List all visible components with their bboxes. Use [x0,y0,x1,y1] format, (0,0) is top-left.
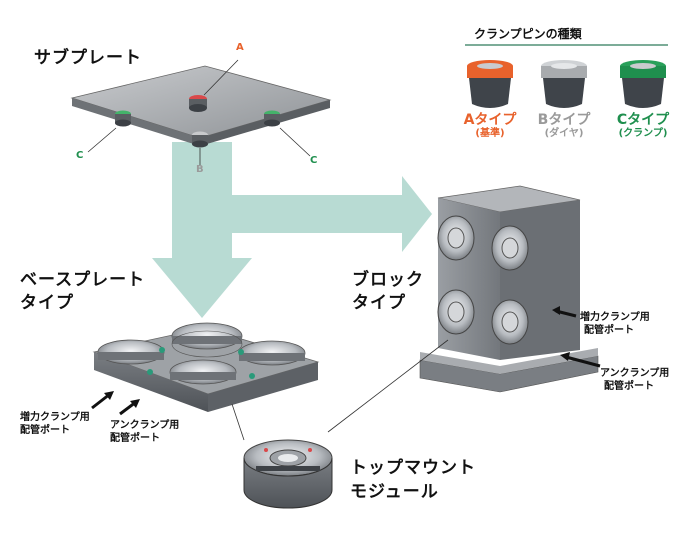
subplate-label: サブプレート [34,48,142,68]
block-clamp-module-3 [437,289,475,335]
block-unclamp-port-label-line2: 配管ポート [604,381,654,392]
block-clamp-module-1 [437,215,475,261]
pin-c-left-label: C [76,150,84,161]
block-label-line1: ブロック [352,270,424,290]
boost-port-label-line2: 配管ポート [20,425,70,436]
block-clamp-module-4 [491,299,529,345]
flow-arrows [152,142,432,318]
unclamp-port-label-line1: アンクランプ用 [110,420,180,431]
pin-type-c-sub: (クランプ) [618,128,668,139]
baseplate-image [91,322,320,441]
pin-a-icon [189,95,207,112]
pin-type-c-name: Cタイプ [616,112,670,128]
pin-c-right-icon [264,110,280,127]
pin-type-a-sub: (基準) [475,128,505,139]
unclamp-port-label-line2: 配管ポート [110,433,160,444]
baseplate-label-line1: ベースプレート [20,270,146,290]
baseplate-label-line2: タイプ [20,293,74,313]
pin-type-b: Bタイプ (ダイヤ) [524,112,604,140]
block-clamp-module-2 [491,225,529,271]
pin-type-a-name: Aタイプ [463,112,517,128]
topmount-module-image [243,439,333,509]
pin-b-label: B [196,164,204,175]
pin-b-type-icon [541,60,587,108]
baseplate-module-front [169,359,237,385]
pin-type-a: Aタイプ (基準) [450,112,530,140]
pin-a-label: A [236,42,244,53]
block-unclamp-port-label-line1: アンクランプ用 [600,368,670,379]
pin-c-left-icon [115,110,131,127]
pin-b-icon [192,131,208,148]
baseplate-module-left [97,339,165,365]
pin-type-b-name: Bタイプ [537,112,591,128]
topmount-label-line1: トップマウント [350,458,476,478]
block-image [327,185,601,433]
subplate-image [70,59,332,165]
block-label-line2: タイプ [352,293,406,313]
pin-type-c: Cタイプ (クランプ) [603,112,683,140]
pin-a-type-icon [467,60,513,108]
pin-legend-title: クランプピンの種類 [474,27,582,41]
block-boost-port-label-line2: 配管ポート [584,325,634,336]
topmount-label-line2: モジュール [350,482,439,502]
block-boost-port-label-line1: 増力クランプ用 [580,312,650,323]
pin-legend-graphic [465,44,668,108]
pin-c-type-icon [620,60,666,108]
pin-type-b-sub: (ダイヤ) [544,128,584,139]
boost-port-label-line1: 増力クランプ用 [20,412,90,423]
baseplate-module-right [238,340,306,366]
pin-c-right-label: C [310,155,318,166]
baseplate-module-back [171,322,243,358]
